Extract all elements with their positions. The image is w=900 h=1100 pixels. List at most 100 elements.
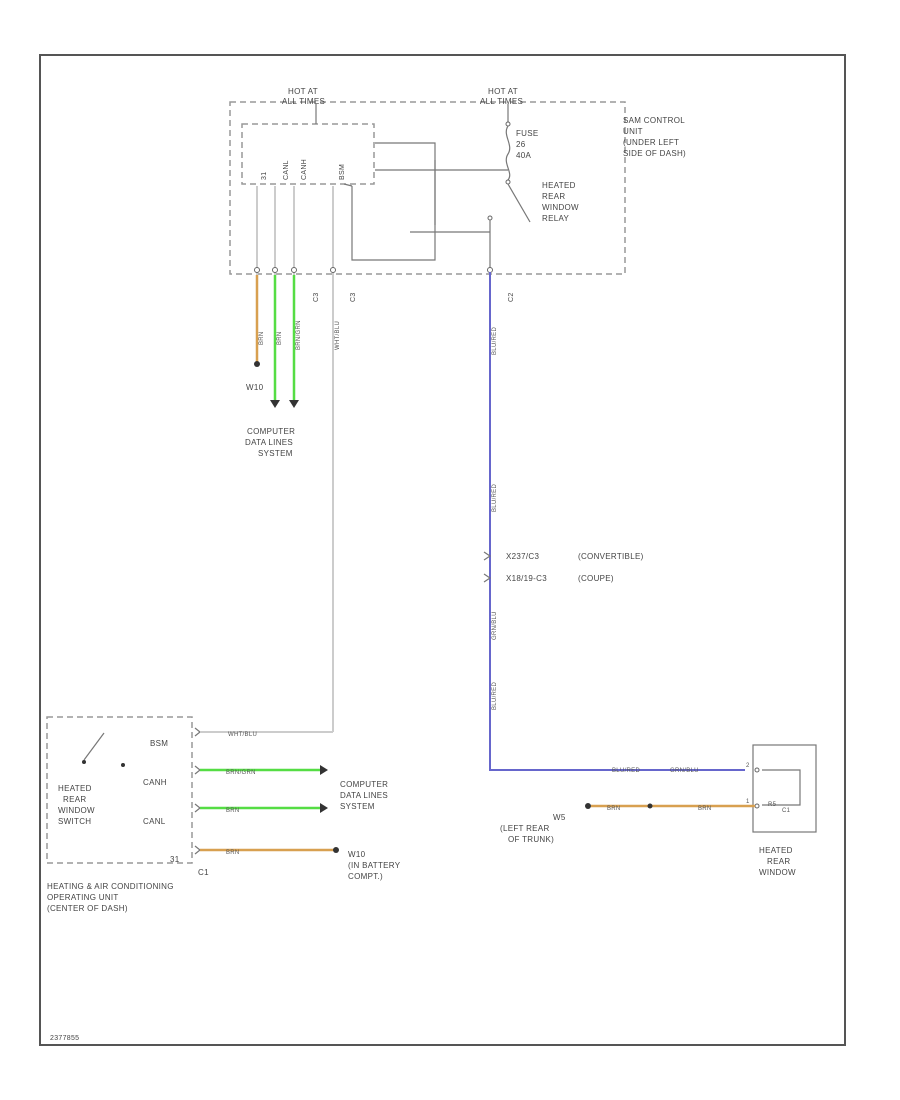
switch-pin-bracket-1: [194, 727, 201, 737]
sam-pin-31: 31: [261, 172, 268, 180]
rear-window-label-3: WINDOW: [759, 868, 796, 877]
w10-bottom-label-2: (IN BATTERY: [348, 861, 401, 870]
cds-top-label-2: DATA LINES: [245, 438, 293, 447]
sam-pin-term-5: [487, 267, 493, 273]
fuse-terminal-top: [505, 121, 511, 127]
heated-rear-window-box: [752, 744, 817, 833]
fuse-symbol: [505, 125, 511, 181]
rear-window-pin-1: [754, 803, 760, 809]
wire-label-brn-2: BRN: [277, 331, 283, 345]
hac-operating-unit-box: [46, 716, 193, 864]
sam-label-4: SIDE OF DASH): [623, 149, 686, 158]
connector-label-2: C3: [350, 292, 357, 302]
relay-label-2: REAR: [542, 192, 565, 201]
rear-window-pin-2: [754, 767, 760, 773]
sam-control-unit-box: [229, 101, 626, 275]
hot-at-label-2: HOT AT: [488, 87, 518, 96]
inline-connector-1: [483, 551, 492, 561]
cds-bottom-label-2: DATA LINES: [340, 791, 388, 800]
sam-pin-canl: CANL: [283, 160, 290, 180]
hac-label-1: HEATING & AIR CONDITIONING: [47, 882, 174, 891]
x-conn-2b: (COUPE): [578, 574, 614, 583]
switch-pin-bracket-3: [194, 803, 201, 813]
switch-wire-label-brngrn: BRN/GRN: [226, 770, 256, 776]
sam-label-1: SAM CONTROL: [623, 116, 685, 125]
sam-pin-term-3: [291, 267, 297, 273]
w5-label-3: OF TRUNK): [508, 835, 554, 844]
wire-label-brngrn: BRN/GRN: [296, 320, 302, 350]
relay-label-4: RELAY: [542, 214, 570, 223]
hot-at-label-2b: ALL TIMES: [480, 97, 523, 106]
connector-label-3: C2: [508, 292, 515, 302]
ground-w10-bottom-dot: [333, 847, 339, 853]
rear-window-label-1: HEATED: [759, 846, 793, 855]
ground-w10-top-label: W10: [246, 383, 264, 392]
switch-blade: [83, 732, 105, 761]
wire-label-blured-2: BLU/RED: [492, 484, 498, 512]
cds-bottom-label-3: SYSTEM: [340, 802, 375, 811]
switch-pin-canh: CANH: [143, 778, 167, 787]
switch-label-2: REAR: [63, 795, 86, 804]
fuse-label-1: FUSE: [516, 129, 539, 138]
x-conn-1: X237/C3: [506, 552, 539, 561]
relay-label-1: HEATED: [542, 181, 576, 190]
switch-connector: C1: [198, 868, 209, 877]
wire-label-blured-3: BLU/RED: [492, 682, 498, 710]
relay-coil-outline: [351, 142, 436, 261]
ground-w5-wire-label-1: BRN: [607, 806, 621, 812]
x-conn-2: X18/19-C3: [506, 574, 547, 583]
relay-switch-terminal: [487, 215, 493, 221]
switch-contact-1: [82, 760, 86, 764]
switch-pin-bsm: BSM: [150, 739, 168, 748]
sam-pin-bsm: BSM: [339, 164, 346, 180]
switch-pin-bracket-2: [194, 765, 201, 775]
data-line-arrow-4: [320, 803, 328, 813]
connector-label-1: C3: [313, 292, 320, 302]
rear-window-inner-label-b: C1: [782, 808, 791, 814]
sam-inner-connector-box: [241, 123, 375, 185]
switch-wire-label-brn: BRN: [226, 808, 240, 814]
switch-label-3: WINDOW: [58, 806, 95, 815]
cds-top-label-1: COMPUTER: [247, 427, 295, 436]
switch-pin-31: 31: [170, 855, 180, 864]
heated-rear-window-element: [762, 769, 801, 806]
switch-wire-label-whtblu: WHT/BLU: [228, 732, 257, 738]
ground-w5-wire-label-2: BRN: [698, 806, 712, 812]
sam-label-3: (UNDER LEFT: [623, 138, 679, 147]
hac-label-2: OPERATING UNIT: [47, 893, 119, 902]
rear-window-pin-label-1: 1: [746, 799, 750, 805]
w10-bottom-label-1: W10: [348, 850, 366, 859]
switch-contact-2: [121, 763, 125, 767]
fuse-label-2: 26: [516, 140, 526, 149]
rear-window-wire-label-2: GRN/BLU: [670, 768, 699, 774]
fuse-label-3: 40A: [516, 151, 531, 160]
switch-label-1: HEATED: [58, 784, 92, 793]
sam-pin-canh: CANH: [301, 159, 308, 180]
wire-label-whtblu: WHT/BLU: [335, 321, 341, 350]
ground-w5-splice: [647, 803, 653, 809]
bsm-drop-to-relay: [343, 183, 353, 187]
w5-label-2: (LEFT REAR: [500, 824, 550, 833]
relay-label-3: WINDOW: [542, 203, 579, 212]
hot-at-label-1b: ALL TIMES: [282, 97, 325, 106]
diagram-frame: [39, 54, 846, 1046]
inline-connector-2: [483, 573, 492, 583]
switch-wire-label-brn2: BRN: [226, 850, 240, 856]
switch-label-4: SWITCH: [58, 817, 91, 826]
wire-label-brn-1: BRN: [259, 331, 265, 345]
cds-top-label-3: SYSTEM: [258, 449, 293, 458]
hot-at-label-1: HOT AT: [288, 87, 318, 96]
sam-label-2: UNIT: [623, 127, 643, 136]
w10-bottom-label-3: COMPT.): [348, 872, 383, 881]
rear-window-pin-label-2: 2: [746, 763, 750, 769]
fuse-terminal-bottom: [505, 179, 511, 185]
cds-bottom-label-1: COMPUTER: [340, 780, 388, 789]
wire-label-grnblu: GRN/BLU: [492, 611, 498, 640]
data-line-arrow-1: [270, 400, 280, 408]
relay-switch-blade: [507, 183, 531, 223]
switch-pin-bracket-4: [194, 845, 201, 855]
ground-w10-top-dot: [254, 361, 260, 367]
rear-window-label-2: REAR: [767, 857, 790, 866]
sam-pin-term-1: [254, 267, 260, 273]
ground-w5-dot: [585, 803, 591, 809]
